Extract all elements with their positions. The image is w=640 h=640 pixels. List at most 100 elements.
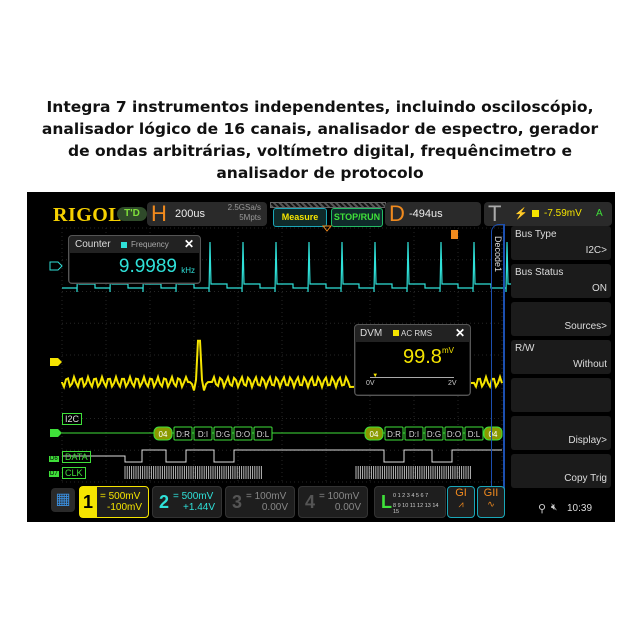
channel-2-button[interactable]: 2= 500mV+1.44V	[152, 486, 222, 518]
menu-item-value: Without	[573, 359, 607, 370]
decode-packet	[424, 426, 444, 441]
timebase-box[interactable]: H 200us 2.5GSa/s 5Mpts	[147, 201, 267, 226]
decode-packet	[233, 426, 253, 441]
close-icon[interactable]: ✕	[183, 237, 194, 251]
d7-marker: D7	[49, 471, 59, 477]
menu-item-2[interactable]: Sources>	[511, 302, 611, 336]
apps-icon[interactable]: ▦	[51, 488, 75, 512]
delay-value: -494us	[409, 208, 443, 220]
dvm-scale-min: 0V	[366, 380, 375, 387]
channel-number: 4	[305, 492, 316, 512]
channel-1-button[interactable]: 1= 500mV-100mV	[79, 486, 149, 518]
ch1-source-icon	[532, 210, 539, 217]
menu-item-title: Bus Status	[515, 267, 564, 278]
dvm-value: 99.8	[403, 346, 442, 368]
dvm-panel[interactable]: DVM AC RMS ✕ 99.8 mV ▼ 0V 2V	[354, 324, 471, 396]
ch1-marker	[50, 358, 62, 366]
logic-channels-row2: 8 9 10 11 12 13 14 15	[393, 503, 439, 515]
channel-offset: 0.00V	[334, 502, 361, 513]
channel-scale: = 500mV	[100, 491, 141, 502]
channel-scale: = 100mV	[246, 491, 287, 502]
menu-item-title: Bus Type	[515, 229, 557, 240]
caption: Integra 7 instrumentos independentes, in…	[41, 98, 599, 182]
decode1-tab[interactable]: Decode1	[493, 236, 503, 273]
decode-packet	[213, 426, 233, 441]
trigger-box[interactable]: T ⚡ -7.59mV A	[484, 201, 612, 226]
packet-label: 04	[159, 430, 168, 439]
menu-item-6[interactable]: Copy Trig	[511, 454, 611, 488]
dvm-scale-max: 2V	[448, 380, 457, 387]
decode-packet	[253, 426, 273, 441]
pulse-wave-icon: ⩘	[458, 499, 464, 509]
t-label: T	[488, 201, 502, 226]
menu-item-value: ON	[592, 283, 607, 294]
ch1-waveform	[61, 339, 503, 391]
menu-item-3[interactable]: R/W Without	[511, 340, 611, 374]
timebase-value: 200us	[175, 208, 205, 220]
sample-rate: 2.5GSa/s	[227, 203, 261, 212]
packet-label: D:O	[236, 430, 250, 439]
trigger-marker-icon	[451, 230, 458, 239]
usb-icon: ⚲	[538, 503, 547, 515]
logic-analyzer-button[interactable]: L 0 1 2 3 4 5 6 7 8 9 10 11 12 13 14 15	[374, 486, 446, 518]
ch1-source-icon	[393, 330, 399, 336]
packet-label: D:G	[216, 430, 230, 439]
decode-packet	[153, 426, 173, 441]
menu-item-5[interactable]: Display>	[511, 416, 611, 450]
menu-item-title: R/W	[515, 343, 535, 354]
decode-packet	[173, 426, 193, 441]
ch2-marker	[49, 261, 63, 271]
data-waveform	[62, 449, 502, 463]
dvm-mode: AC RMS	[401, 329, 433, 338]
generator-1-button[interactable]: GI⩘	[447, 486, 475, 518]
clk-waveform	[124, 466, 471, 479]
clk-label: CLK	[62, 467, 86, 479]
bus-marker	[50, 429, 62, 437]
stop-run-button[interactable]: STOP/RUN	[331, 208, 383, 227]
mode-badge: T'D	[117, 207, 147, 221]
menu-item-value: Display>	[568, 435, 607, 446]
dvm-level-marker: ▼	[372, 373, 379, 379]
dvm-title: DVM	[360, 328, 383, 339]
rigol-logo: RIGOL	[53, 204, 123, 226]
delay-box[interactable]: D -494us	[385, 201, 481, 226]
trigger-level: -7.59mV	[544, 208, 582, 219]
h-label: H	[151, 201, 167, 226]
ch2-source-icon	[121, 242, 127, 248]
generator-2-button[interactable]: GII∿	[477, 486, 505, 518]
packet-label: D:G	[427, 430, 441, 439]
channel-number: 2	[159, 492, 170, 512]
measure-button[interactable]: Measure	[273, 208, 327, 227]
d6-marker: D6	[49, 456, 59, 462]
counter-mode: Frequency	[131, 240, 169, 249]
data-label: DATA	[62, 451, 91, 463]
menu-item-value: Copy Trig	[564, 473, 607, 484]
counter-panel[interactable]: Counter Frequency ✕ 9.9989 kHz	[68, 235, 201, 284]
dvm-unit: mV	[442, 346, 454, 355]
memory-depth: 5Mpts	[239, 213, 261, 222]
gen1-label: GI	[455, 487, 467, 499]
channel-number: 3	[232, 492, 243, 512]
close-icon[interactable]: ✕	[454, 326, 465, 340]
channel-scale: = 100mV	[319, 491, 360, 502]
dvm-scale	[370, 377, 454, 378]
channel-offset: -100mV	[106, 502, 142, 513]
menu-item-value: I2C>	[585, 245, 607, 256]
decode-packet	[193, 426, 213, 441]
packet-label: D:L	[468, 430, 481, 439]
logic-channels-row1: 0 1 2 3 4 5 6 7	[393, 493, 429, 499]
counter-value: 9.9989	[118, 256, 177, 277]
packet-label: D:R	[387, 430, 401, 439]
decode-packet	[464, 426, 484, 441]
rising-edge-icon: ⚡	[514, 208, 528, 220]
mute-icon[interactable]: 🔇︎	[551, 502, 558, 513]
decode-packet	[483, 426, 503, 441]
packet-label: 04	[370, 430, 379, 439]
